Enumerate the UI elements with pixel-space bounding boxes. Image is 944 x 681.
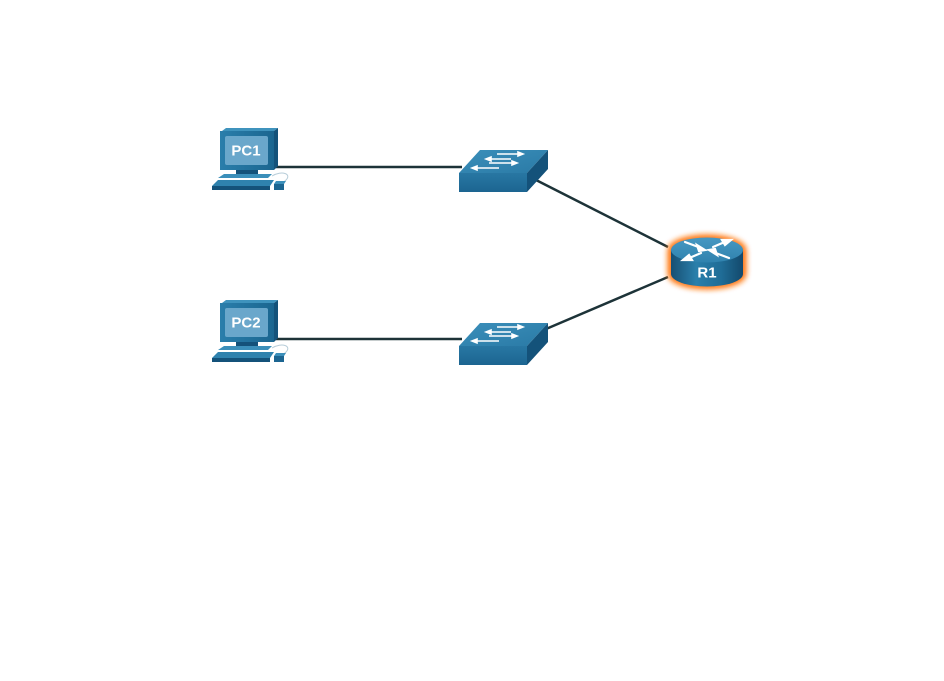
pc-icon [212, 300, 289, 362]
device-label-r1: R1 [697, 265, 716, 282]
switch-arrows-icon [469, 323, 526, 345]
device-switch-2[interactable] [459, 323, 548, 365]
link-s2-r1[interactable] [545, 275, 669, 331]
pc-icon [212, 128, 289, 190]
device-router-r1[interactable]: R1 [669, 236, 745, 288]
device-pc1[interactable]: PC1 [212, 128, 289, 190]
switch-icon [459, 150, 548, 192]
device-switch-1[interactable] [459, 150, 548, 192]
link-s1-r1[interactable] [535, 178, 669, 249]
router-arrows-icon [679, 238, 735, 262]
device-label-pc1: PC1 [231, 143, 260, 160]
links [272, 165, 669, 341]
device-pc2[interactable]: PC2 [212, 300, 289, 362]
switch-icon [459, 323, 548, 365]
switch-arrows-icon [469, 150, 526, 172]
device-label-pc2: PC2 [231, 315, 260, 332]
router-icon [671, 237, 743, 287]
